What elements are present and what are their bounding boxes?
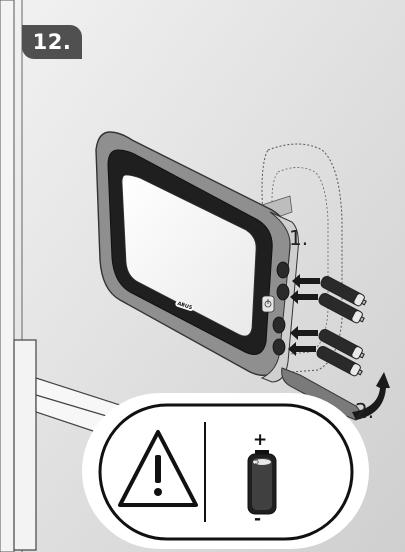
insert-arrow-icon: [288, 274, 320, 356]
positive-terminal-label: +: [253, 430, 268, 450]
battery-slots: [272, 261, 290, 356]
door-frame-edge: [0, 0, 15, 552]
negative-terminal-label: -: [254, 509, 262, 529]
step-label-2: 2.: [355, 399, 375, 423]
warning-card: [82, 393, 369, 549]
warning-triangle-icon: [118, 430, 198, 507]
display-screen: [121, 174, 257, 337]
step-label-1: 1.: [289, 226, 309, 250]
step-number-badge: 12.: [22, 25, 82, 59]
battery-icon: [247, 450, 277, 515]
power-button-icon: [261, 295, 275, 313]
display-side-panel: [260, 211, 299, 383]
mounting-plate-inner: [271, 167, 329, 355]
aaa-batteries: [316, 275, 367, 377]
battery-type-label: AAA: [255, 458, 261, 469]
rotate-arrow-icon: [352, 372, 390, 420]
mounting-plate-outline: [261, 143, 343, 373]
